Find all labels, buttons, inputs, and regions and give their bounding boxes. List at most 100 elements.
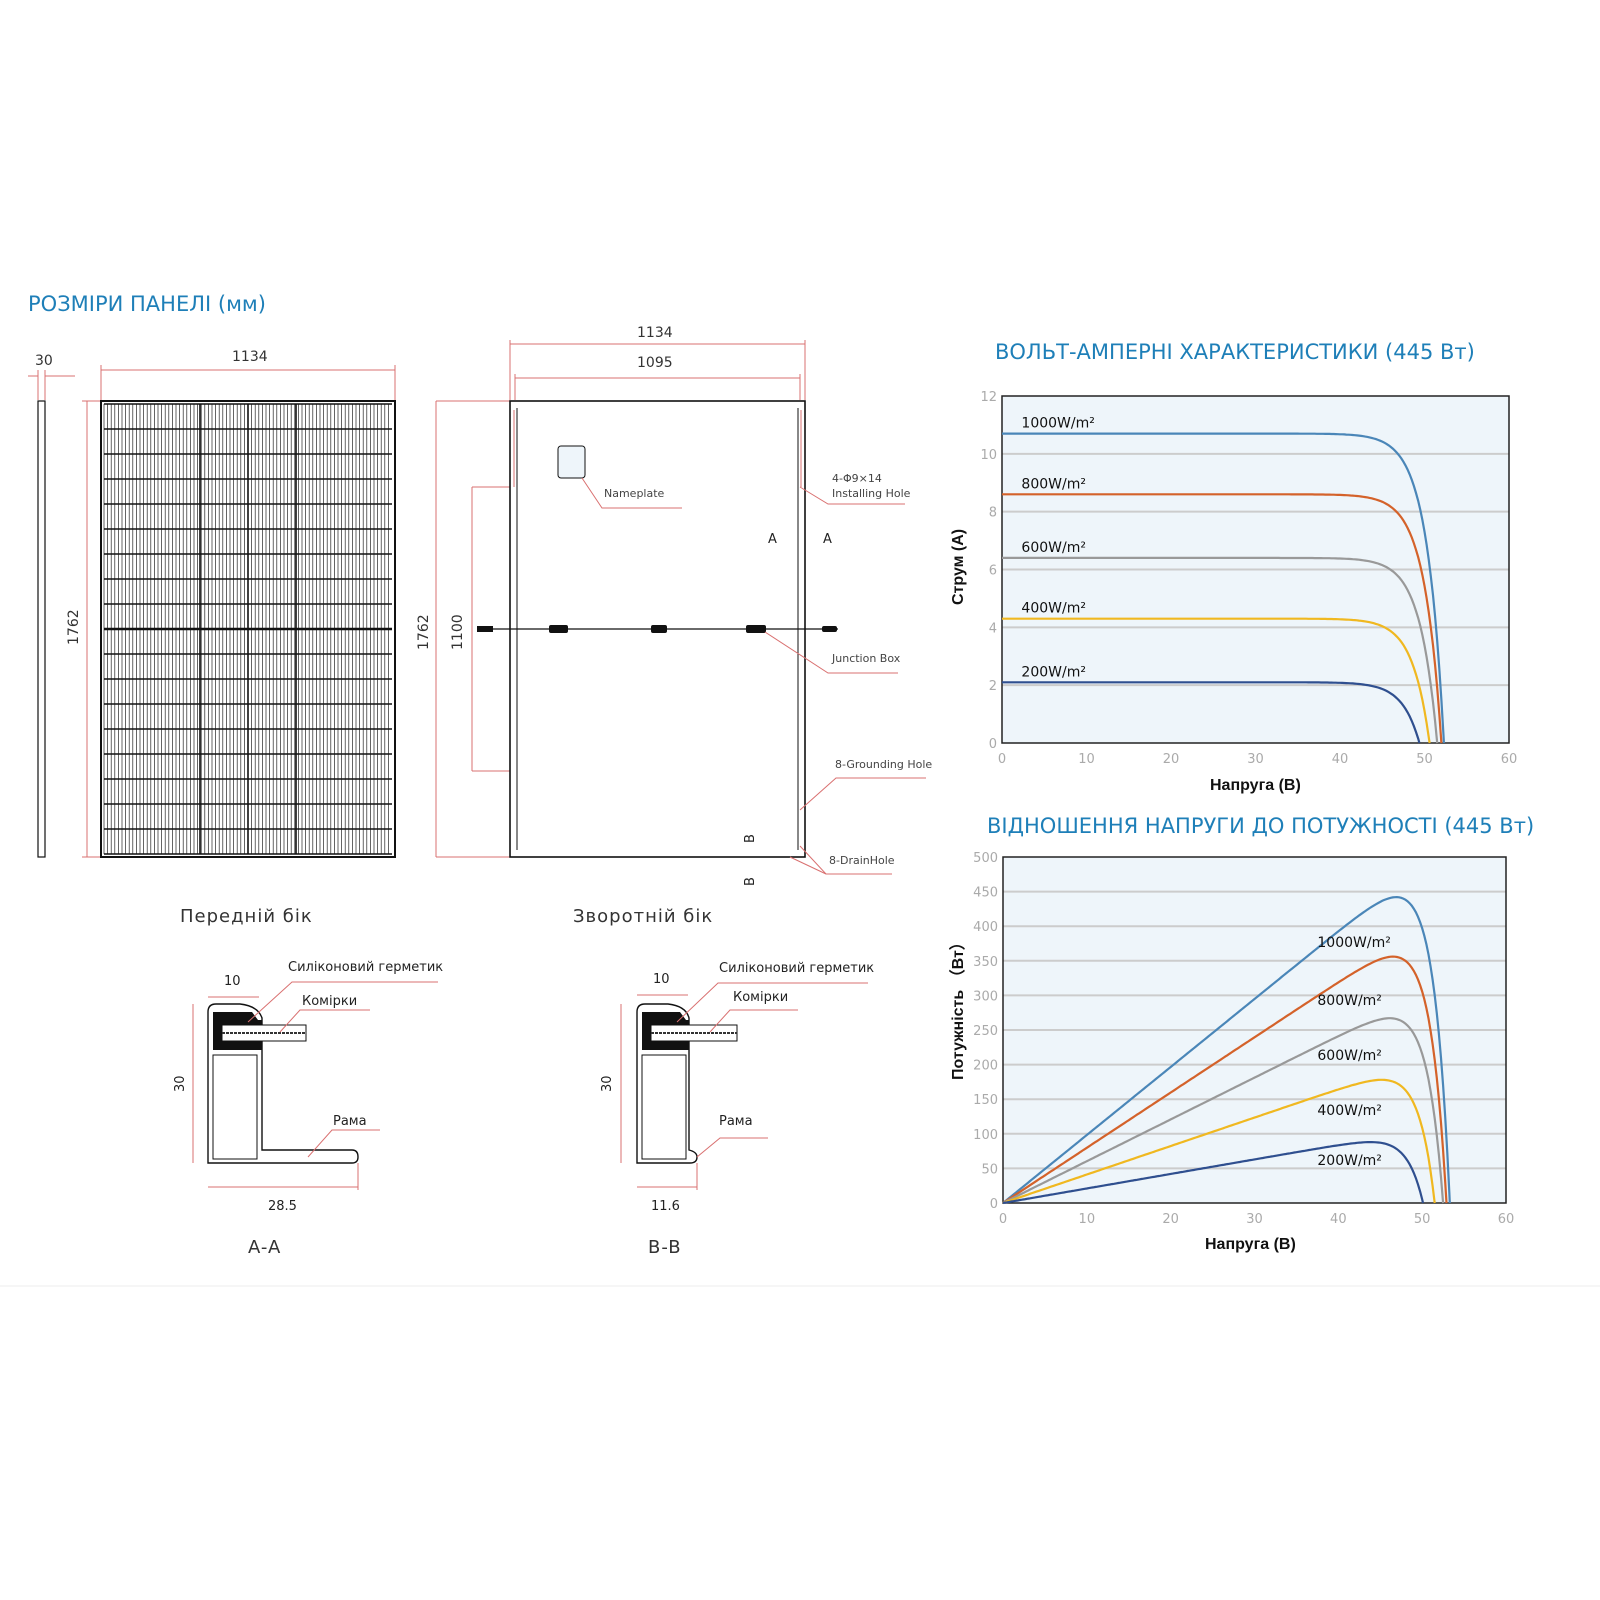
sealant-label: Силіконовий герметик (719, 961, 874, 976)
y-tick-label: 200 (973, 1059, 998, 1074)
y-tick-label: 500 (973, 851, 998, 866)
side-profile (37, 400, 46, 858)
height-dim: 30 (173, 1075, 188, 1092)
x-tick-label: 20 (1162, 1212, 1179, 1227)
installing-hole-spec: 4-Φ9×14 (832, 472, 882, 485)
series-label: 1000W/m² (1021, 416, 1094, 432)
series-line-400Wm (1002, 1078, 1436, 1205)
section-title-a-a: A-A (248, 1237, 281, 1258)
nameplate-label: Nameplate (604, 487, 665, 500)
section-mark-b-top: B (743, 834, 758, 843)
cell-grid (103, 403, 392, 855)
sealant-label: Силіконовий герметик (288, 960, 443, 975)
back-view: 1134 1095 1762 1100 Nameplate 4-Φ9×14 In… (416, 325, 932, 927)
y-tick-label: 6 (989, 564, 997, 579)
section-a-a: 10 30 28.5 Силіконовий герметик Комірки … (173, 960, 443, 1258)
side-view: 30 (28, 353, 75, 858)
section-mark-a-left: A (768, 532, 777, 547)
x-tick-label: 60 (1498, 1212, 1515, 1227)
series-line-1000Wm (1002, 432, 1445, 744)
series-line-800Wm (1002, 493, 1443, 744)
y-tick-label: 0 (989, 737, 997, 752)
y-tick-label: 2 (989, 679, 997, 694)
series-line-200Wm (1002, 681, 1421, 744)
series-label: 600W/m² (1021, 540, 1086, 556)
y-tick-label: 100 (973, 1128, 998, 1143)
x-tick-label: 10 (1079, 1212, 1096, 1227)
front-height-dim: 1762 (66, 609, 82, 645)
series-line-400Wm (1002, 617, 1431, 744)
y-axis-label: Потужність （Вт） (949, 934, 967, 1080)
series-label: 200W/m² (1021, 664, 1086, 680)
y-tick-label: 150 (973, 1093, 998, 1108)
y-tick-label: 4 (989, 621, 997, 636)
y-tick-label: 0 (990, 1197, 998, 1212)
front-label: Передній бік (180, 906, 313, 927)
series-label: 200W/m² (1317, 1153, 1382, 1169)
junction-box-right (746, 625, 766, 633)
frame-label: Рама (719, 1114, 753, 1129)
installing-hole-label: Installing Hole (832, 487, 911, 500)
series-line-600Wm (1002, 1017, 1445, 1204)
x-tick-label: 30 (1246, 1212, 1263, 1227)
connector-left (477, 626, 493, 632)
series-line-800Wm (1002, 955, 1448, 1204)
front-width-dim: 1134 (232, 349, 268, 365)
plot-frame (1002, 856, 1507, 1204)
iv-chart: ВОЛЬТ-АМПЕРНІ ХАРАКТЕРИСТИКИ (445 Вт) 02… (950, 340, 1517, 794)
section-title: РОЗМІРИ ПАНЕЛІ (мм) (28, 292, 266, 316)
height-dim: 30 (600, 1075, 615, 1092)
back-height-dim: 1762 (416, 614, 432, 650)
series-line-600Wm (1002, 556, 1439, 744)
series-label: 1000W/m² (1317, 935, 1390, 951)
cells-label: Комірки (733, 990, 788, 1005)
x-axis-label: Напруга (В) (1205, 1236, 1296, 1253)
x-tick-label: 50 (1414, 1212, 1431, 1227)
front-view: 1134 1762 Передній бік (66, 349, 396, 927)
series-label: 400W/m² (1317, 1103, 1382, 1119)
x-axis-label: Напруга (В) (1210, 777, 1301, 794)
series-line-200Wm (1002, 1141, 1425, 1205)
x-tick-label: 40 (1332, 752, 1349, 767)
junction-box-label: Junction Box (831, 652, 901, 665)
y-tick-label: 10 (980, 448, 997, 463)
cells-label: Комірки (302, 994, 357, 1009)
x-tick-label: 0 (999, 1212, 1007, 1227)
bottom-dim: 28.5 (268, 1199, 297, 1214)
y-tick-label: 8 (989, 506, 997, 521)
bottom-dim: 11.6 (651, 1199, 680, 1214)
x-tick-label: 20 (1163, 752, 1180, 767)
back-inner-width-dim: 1095 (637, 355, 673, 371)
connector-right (822, 626, 837, 632)
nameplate (557, 445, 586, 479)
series-label: 400W/m² (1021, 601, 1086, 617)
y-tick-label: 250 (973, 1024, 998, 1039)
x-tick-label: 40 (1330, 1212, 1347, 1227)
back-label: Зворотній бік (573, 906, 713, 927)
x-tick-label: 30 (1247, 752, 1264, 767)
back-width-dim: 1134 (637, 325, 673, 341)
hole-spacing-dim: 1100 (450, 614, 466, 650)
y-tick-label: 450 (973, 886, 998, 901)
pv-chart: ВІДНОШЕННЯ НАПРУГИ ДО ПОТУЖНОСТІ (445 Вт… (949, 814, 1534, 1253)
y-tick-label: 400 (973, 920, 998, 935)
section-title-b-b: B-B (648, 1237, 682, 1258)
series-label: 800W/m² (1317, 993, 1382, 1009)
y-tick-label: 12 (980, 390, 997, 405)
series-label: 600W/m² (1317, 1048, 1382, 1064)
junction-box-left (549, 625, 568, 633)
series-label: 800W/m² (1021, 476, 1086, 492)
y-axis-label: Струм (А) (950, 529, 967, 605)
top-dim: 10 (653, 972, 670, 987)
y-tick-label: 300 (973, 989, 998, 1004)
section-b-b: 10 30 11.6 Силіконовий герметик Комірки … (600, 961, 874, 1258)
section-mark-a-right: A (823, 532, 832, 547)
x-tick-label: 0 (998, 752, 1006, 767)
x-tick-label: 10 (1078, 752, 1095, 767)
top-dim: 10 (224, 974, 241, 989)
plot-frame (1001, 395, 1510, 744)
x-tick-label: 60 (1501, 752, 1518, 767)
grounding-hole-label: 8-Grounding Hole (835, 758, 932, 771)
thickness-dim: 30 (35, 353, 53, 369)
